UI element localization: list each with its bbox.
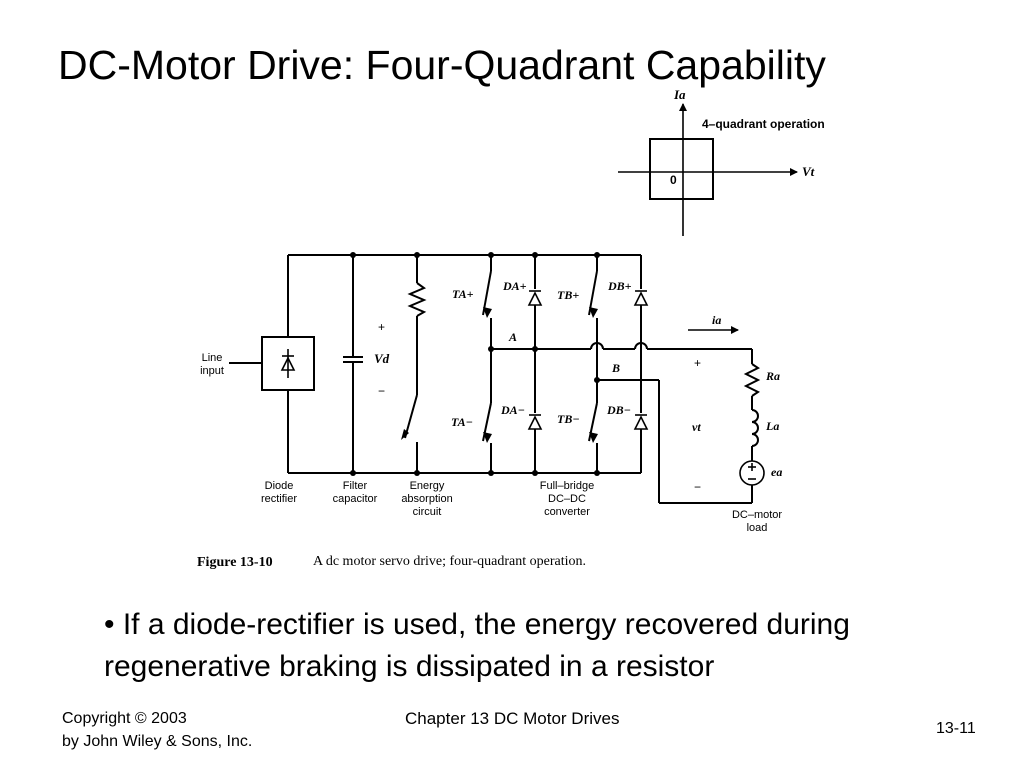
da-minus-label: DA− [500, 403, 525, 417]
diode-rectifier-label-2: rectifier [261, 493, 297, 505]
energy-absorption-label-2: absorption [401, 493, 452, 505]
filter-capacitor-label-1: Filter [343, 480, 368, 492]
diode-db-plus-symbol [633, 290, 649, 306]
footer-chapter: Chapter 13 DC Motor Drives [405, 709, 620, 728]
line-input-label-2: input [200, 365, 224, 377]
page-number: 13-11 [936, 720, 976, 737]
diode-da-minus-symbol [527, 414, 543, 430]
quadrant-graph [618, 103, 798, 236]
dc-motor-label-1: DC–motor [732, 509, 782, 521]
capacitor-symbol [343, 356, 363, 363]
vt-label: vt [692, 420, 701, 434]
circuit-wires [229, 254, 761, 504]
vd-label: Vd [374, 351, 390, 366]
figure-caption: A dc motor servo drive; four-quadrant op… [313, 554, 586, 569]
ea-source-symbol [739, 460, 765, 486]
ea-label: ea [771, 465, 782, 479]
full-bridge-label-2: DC–DC [548, 493, 586, 505]
quadrant-box [649, 138, 714, 200]
node-a-label: A [508, 330, 517, 344]
switch-arrowheads [401, 307, 598, 443]
figure-number: Figure 13-10 [197, 555, 273, 570]
tb-plus-label: TB+ [557, 288, 579, 302]
circuit-figure: Ia Vt 4–quadrant operation 0 [197, 87, 825, 570]
energy-absorption-label-3: circuit [413, 506, 442, 518]
quadrant-caption: 4–quadrant operation [702, 117, 825, 131]
vd-minus: − [378, 384, 385, 398]
diode-da-plus-symbol [527, 290, 543, 306]
tb-minus-label: TB− [557, 412, 580, 426]
ta-plus-label: TA+ [452, 287, 474, 301]
ia-label: ia [712, 313, 721, 327]
full-bridge-label-1: Full–bridge [540, 480, 594, 492]
db-plus-label: DB+ [607, 279, 632, 293]
da-plus-label: DA+ [502, 279, 527, 293]
footer-copyright: Copyright © 2003 by John Wiley & Sons, I… [62, 707, 252, 753]
dc-motor-label-2: load [747, 522, 768, 534]
line-input-label-1: Line [202, 352, 223, 364]
bullet-text: • If a diode-rectifier is used, the ener… [104, 608, 850, 683]
ta-minus-label: TA− [451, 415, 473, 429]
quadrant-origin: 0 [670, 173, 677, 187]
full-bridge-label-3: converter [544, 506, 590, 518]
vd-plus: + [378, 320, 385, 334]
vt-plus: + [694, 356, 701, 370]
db-minus-label: DB− [606, 403, 631, 417]
copyright-line-1: Copyright © 2003 [62, 710, 187, 727]
junction-dots [350, 252, 600, 476]
ra-label: Ra [765, 369, 780, 383]
diode-db-minus-symbol [633, 414, 649, 430]
quadrant-x-label: Vt [802, 164, 815, 179]
bridge-diodes [527, 290, 649, 430]
la-label: La [765, 419, 779, 433]
copyright-line-2: by John Wiley & Sons, Inc. [62, 733, 253, 750]
diode-rectifier-label-1: Diode [265, 480, 294, 492]
filter-capacitor-label-2: capacitor [333, 493, 378, 505]
node-b-label: B [611, 361, 620, 375]
slide-title: DC-Motor Drive: Four-Quadrant Capability [58, 42, 826, 88]
energy-absorption-label-1: Energy [410, 480, 445, 492]
vt-minus: − [694, 480, 701, 494]
quadrant-y-label: Ia [673, 87, 686, 102]
circuit-labels: Line input + Vd − TA+ TA− TB+ TB− DA+ DA… [200, 279, 782, 534]
rectifier-block [261, 336, 315, 391]
